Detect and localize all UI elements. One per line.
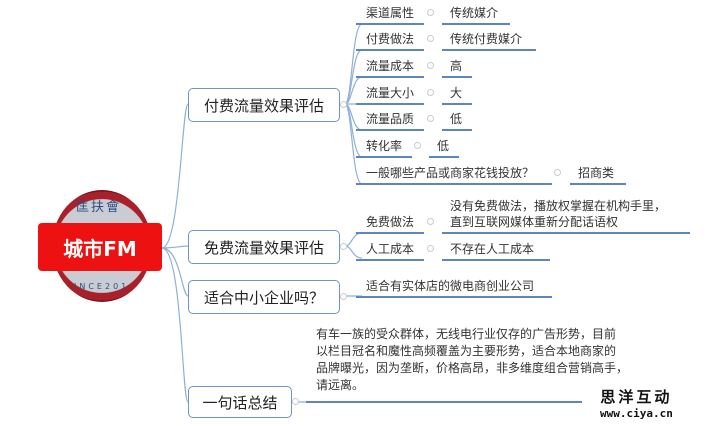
- underline: [442, 49, 536, 51]
- leaf-value[interactable]: 招商类: [578, 166, 615, 180]
- leaf-value[interactable]: 不存在人工成本: [450, 242, 535, 256]
- collapse-toggle-icon[interactable]: [427, 218, 434, 225]
- underline: [356, 103, 424, 105]
- underline: [356, 183, 552, 185]
- collapse-toggle-icon[interactable]: [340, 243, 347, 250]
- branch-node-paid[interactable]: 付费流量效果评估: [188, 88, 340, 122]
- leaf-key[interactable]: 人工成本: [366, 242, 415, 256]
- branch-node-summary[interactable]: 一句话总结: [188, 386, 292, 418]
- leaf-value[interactable]: 传统付费媒介: [450, 32, 523, 46]
- branch-node-sme[interactable]: 适合中小企业吗？: [188, 280, 340, 314]
- underline: [442, 23, 510, 25]
- root-node-label: 城市FM: [38, 223, 162, 271]
- leaf-value[interactable]: 低: [450, 112, 463, 126]
- collapse-toggle-icon[interactable]: [292, 398, 299, 405]
- leaf-key[interactable]: 转化率: [366, 139, 403, 153]
- branch-node-free[interactable]: 免费流量效果评估: [188, 230, 340, 264]
- collapse-toggle-icon[interactable]: [340, 101, 347, 108]
- logo-bottom-text: INCE201: [74, 282, 130, 291]
- collapse-toggle-icon[interactable]: [427, 9, 434, 16]
- root-logo[interactable]: 匡扶會 INCE201 城市FM: [38, 190, 162, 306]
- underline: [442, 76, 472, 78]
- collapse-toggle-icon[interactable]: [427, 245, 434, 252]
- leaf-value[interactable]: 大: [450, 86, 463, 100]
- underline: [356, 296, 552, 298]
- underline: [442, 129, 472, 131]
- leaf-key[interactable]: 流量大小: [366, 86, 415, 100]
- leaf-value-line[interactable]: 没有免费做法，播放权掌握在机构手里，: [450, 199, 667, 213]
- leaf-key[interactable]: 渠道属性: [366, 6, 415, 20]
- underline: [356, 259, 424, 261]
- leaf-value[interactable]: 传统媒介: [450, 6, 499, 20]
- leaf-key[interactable]: 流量成本: [366, 59, 415, 73]
- leaf-value[interactable]: 高: [450, 59, 463, 73]
- collapse-toggle-icon[interactable]: [427, 35, 434, 42]
- watermark: 思洋互动 www.ciya.cn: [600, 386, 673, 420]
- logo-top-text: 匡扶會: [76, 200, 122, 215]
- collapse-toggle-icon[interactable]: [427, 62, 434, 69]
- leaf-value[interactable]: 低: [437, 139, 450, 153]
- summary-paragraph[interactable]: 有车一族的受众群体，无线电行业仅存的广告形势，目前 以栏目冠名和魔性高频覆盖为主…: [316, 327, 629, 392]
- underline: [356, 129, 424, 131]
- leaf-key[interactable]: 付费做法: [366, 32, 415, 46]
- leaf-value-line[interactable]: 直到互联网媒体重新分配话语权: [450, 215, 619, 229]
- watermark-brand: 思洋互动: [600, 388, 673, 406]
- underline: [356, 232, 424, 234]
- underline: [356, 156, 412, 158]
- watermark-url: www.ciya.cn: [600, 407, 673, 420]
- underline: [570, 183, 626, 185]
- collapse-toggle-icon[interactable]: [554, 169, 561, 176]
- underline: [306, 401, 582, 403]
- underline: [356, 49, 424, 51]
- underline: [442, 103, 472, 105]
- leaf-text[interactable]: 适合有实体店的微电商创业公司: [366, 279, 535, 293]
- underline: [442, 232, 690, 234]
- underline: [356, 23, 424, 25]
- underline: [356, 76, 424, 78]
- leaf-key[interactable]: 流量品质: [366, 112, 415, 126]
- collapse-toggle-icon[interactable]: [414, 142, 421, 149]
- underline: [429, 156, 459, 158]
- collapse-toggle-icon[interactable]: [427, 115, 434, 122]
- underline: [442, 259, 550, 261]
- leaf-key[interactable]: 免费做法: [366, 215, 415, 229]
- leaf-key[interactable]: 一般哪些产品或商家花钱投放？: [366, 166, 535, 180]
- collapse-toggle-icon[interactable]: [340, 293, 347, 300]
- collapse-toggle-icon[interactable]: [427, 89, 434, 96]
